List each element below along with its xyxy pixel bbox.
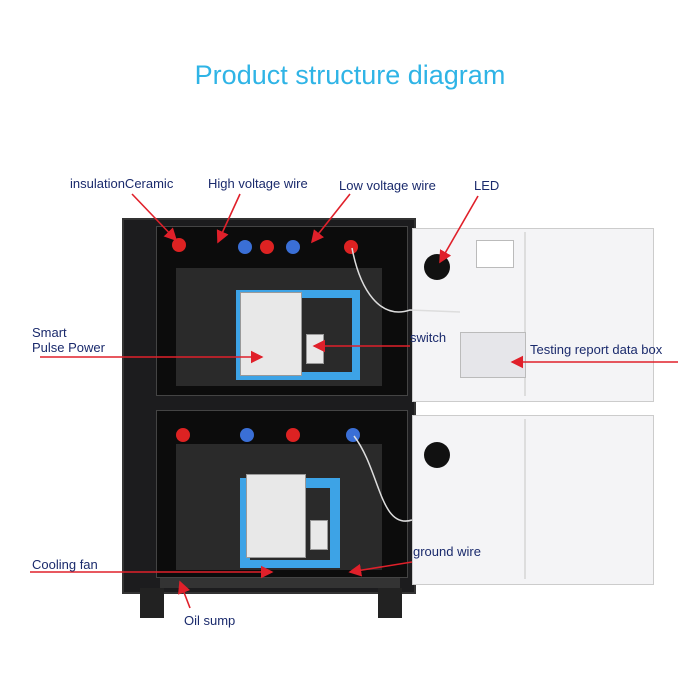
diagram-title: Product structure diagram xyxy=(194,60,506,90)
arrow-low-voltage-wire xyxy=(311,193,351,244)
lower-door xyxy=(412,415,654,585)
label-ground-wire: ground wire xyxy=(413,544,481,559)
label-led: LED xyxy=(474,178,500,193)
oil-sump-tray xyxy=(160,578,400,588)
label-insulation-ceramic: insulationCeramic xyxy=(70,176,174,191)
label-smart: Smart xyxy=(32,325,67,340)
label-cooling-fan: Cooling fan xyxy=(32,557,98,572)
label-oil-sump: Oil sump xyxy=(184,613,236,628)
label-switch: switch xyxy=(410,330,447,345)
arrow-high-voltage-wire xyxy=(216,193,241,244)
ceramic-terminal xyxy=(260,240,274,254)
label-low-voltage-wire: Low voltage wire xyxy=(339,178,436,193)
label-testing-report-data-box: Testing report data box xyxy=(530,342,663,357)
ceramic-terminal xyxy=(176,428,190,442)
label-high-voltage-wire: High voltage wire xyxy=(208,176,308,191)
ceramic-terminal xyxy=(172,238,186,252)
cabinet-leg-right xyxy=(378,588,402,618)
lower-pulse-power-unit xyxy=(246,474,306,558)
ceramic-terminal xyxy=(344,240,358,254)
ceramic-terminal xyxy=(286,240,300,254)
cabinet-leg-left xyxy=(140,588,164,618)
label-pulse-power: Pulse Power xyxy=(32,340,105,355)
arrow-insulation-ceramic xyxy=(131,193,178,242)
door-divider xyxy=(524,419,526,579)
testing-report-data-box xyxy=(460,332,526,378)
ceramic-terminal xyxy=(238,240,252,254)
ceramic-terminal xyxy=(240,428,254,442)
upper-door xyxy=(412,228,654,402)
upper-pulse-power-unit xyxy=(240,292,302,376)
lower-led-fan xyxy=(424,442,450,468)
door-nameplate xyxy=(476,240,514,268)
arrow-oil-sump xyxy=(178,580,191,609)
arrow-ground-wire xyxy=(348,561,413,577)
lower-switch xyxy=(310,520,328,550)
ceramic-terminal xyxy=(286,428,300,442)
door-divider xyxy=(524,232,526,396)
arrow-led xyxy=(439,195,479,264)
